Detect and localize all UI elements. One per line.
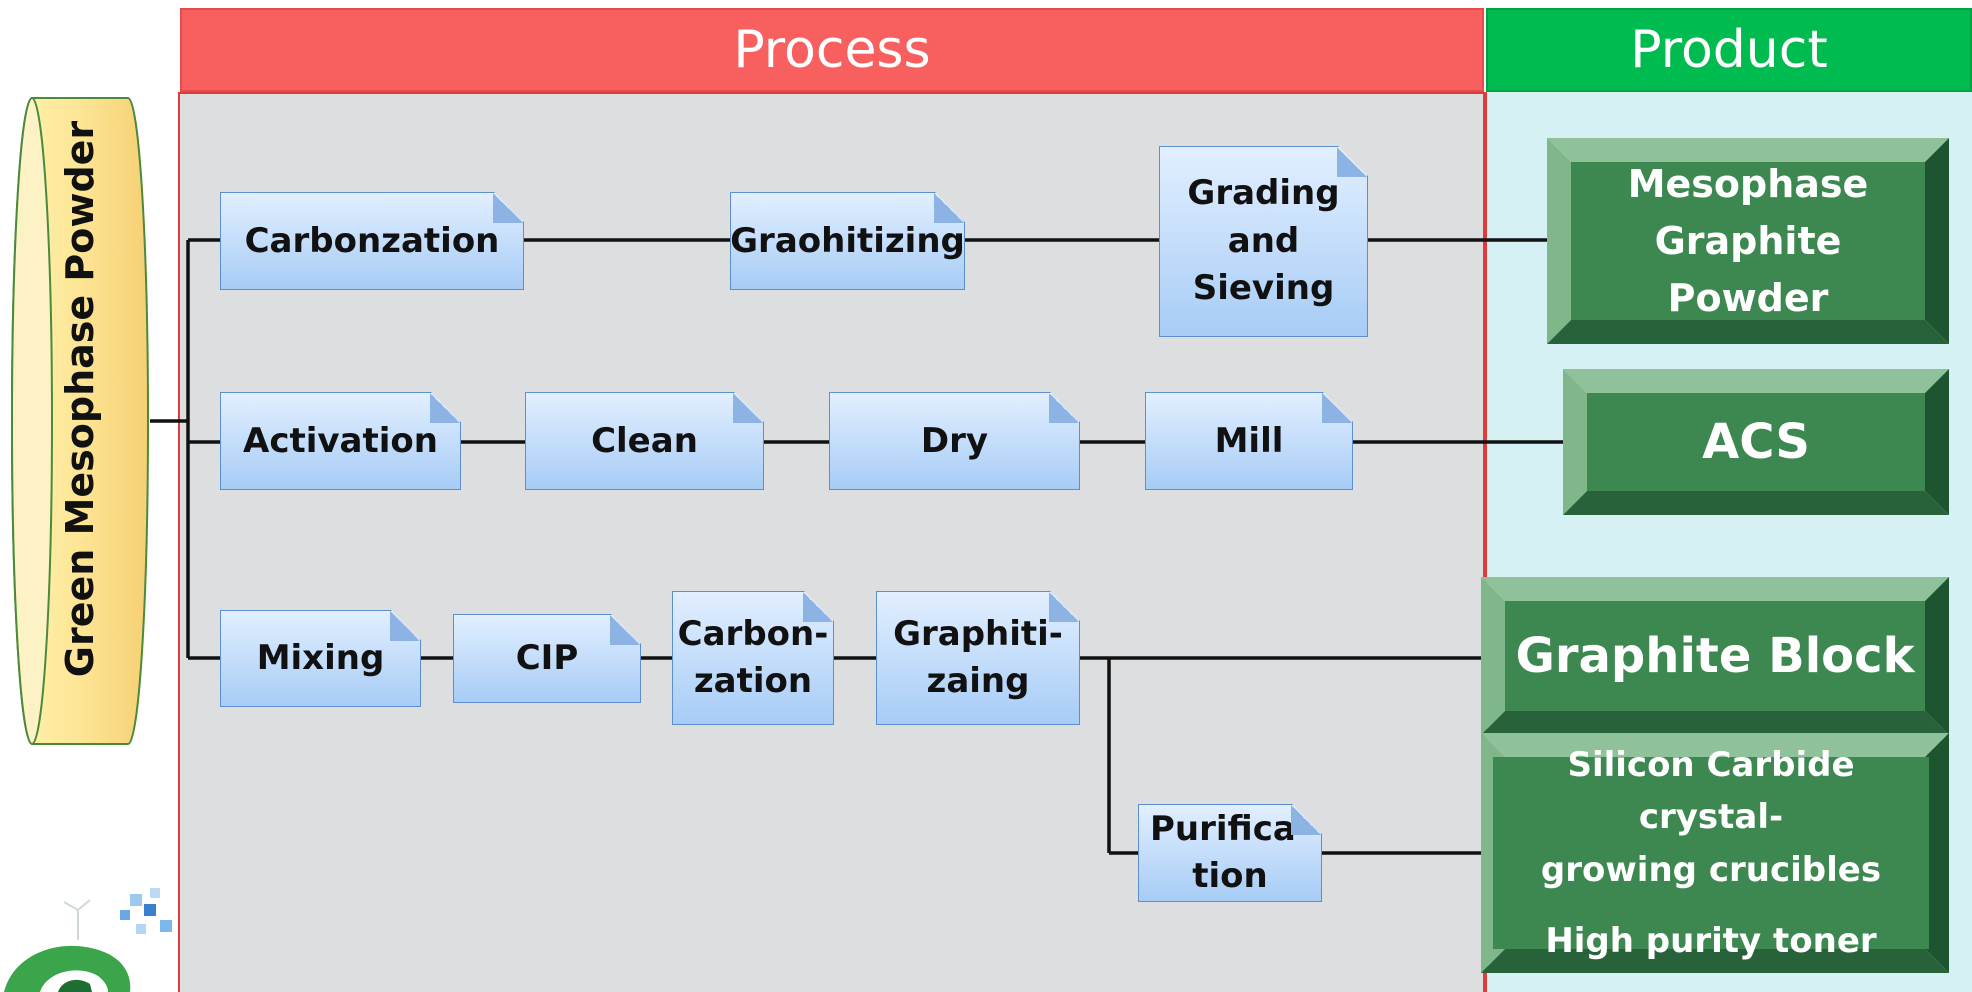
process-graphitizing-label: Graohitizing [730,220,965,261]
process-carbonization-2: Carbon- zation [672,591,834,725]
process-mixing: Mixing [220,610,421,707]
process-clean-label: Clean [591,420,698,461]
graphitizing-2-line-2: zaing [926,661,1030,701]
process-mixing-label: Mixing [256,638,385,679]
purification-line-1: Purifica- [1150,809,1310,850]
mesophase-line-1: Mesophase [1627,161,1869,206]
graphite-block-label: Graphite Block [1515,628,1915,684]
sic-line-2: growing crucibles [1540,850,1882,890]
toner-label: High purity toner [1545,920,1877,961]
product-header: Product [1486,8,1972,92]
process-carbonization: Carbonzation [220,192,524,290]
process-mill-label: Mill [1214,420,1284,461]
graphitizing-2-line-1: Graphiti- [893,614,1063,655]
process-activation: Activation [220,392,461,490]
process-header: Process [180,8,1484,92]
carbonization-2-line-2: zation [693,661,813,701]
purification-line-2: tion [1192,856,1268,896]
green-mesophase-powder-source: Green Mesophase Powder [10,96,150,746]
product-header-label: Product [1630,20,1828,80]
process-clean: Clean [525,392,764,490]
grading-line-3: Sieving [1192,268,1335,309]
process-dry-label: Dry [920,420,989,461]
product-sic-crucibles-toner: Silicon Carbide crystal- growing crucibl… [1481,733,1949,973]
acs-label: ACS [1702,414,1810,470]
process-purification: Purifica- tion [1138,804,1322,902]
cylinder-shape [11,97,149,745]
process-activation-label: Activation [243,420,438,461]
mesophase-line-2: Graphite Powder [1654,218,1842,320]
product-acs: ACS [1563,369,1949,515]
grading-line-1: Grading [1187,173,1340,214]
cylinder-label: Green Mesophase Powder [58,120,102,678]
process-graphitizing: Graohitizing [730,192,965,290]
process-mill: Mill [1145,392,1353,490]
product-graphite-block: Graphite Block [1481,577,1949,735]
process-carbonization-label: Carbonzation [244,220,500,261]
grading-line-2: and [1227,220,1300,261]
process-cip-label: CIP [515,638,579,679]
product-mesophase-graphite-powder: Mesophase Graphite Powder [1547,138,1949,344]
process-grading-sieving: Grading and Sieving [1159,146,1368,337]
process-graphitizing-2: Graphiti- zaing [876,591,1080,725]
company-logo-icon [4,888,172,992]
process-cip: CIP [453,614,641,703]
process-header-label: Process [733,20,931,80]
process-dry: Dry [829,392,1080,490]
sic-line-1: Silicon Carbide crystal- [1567,744,1855,838]
